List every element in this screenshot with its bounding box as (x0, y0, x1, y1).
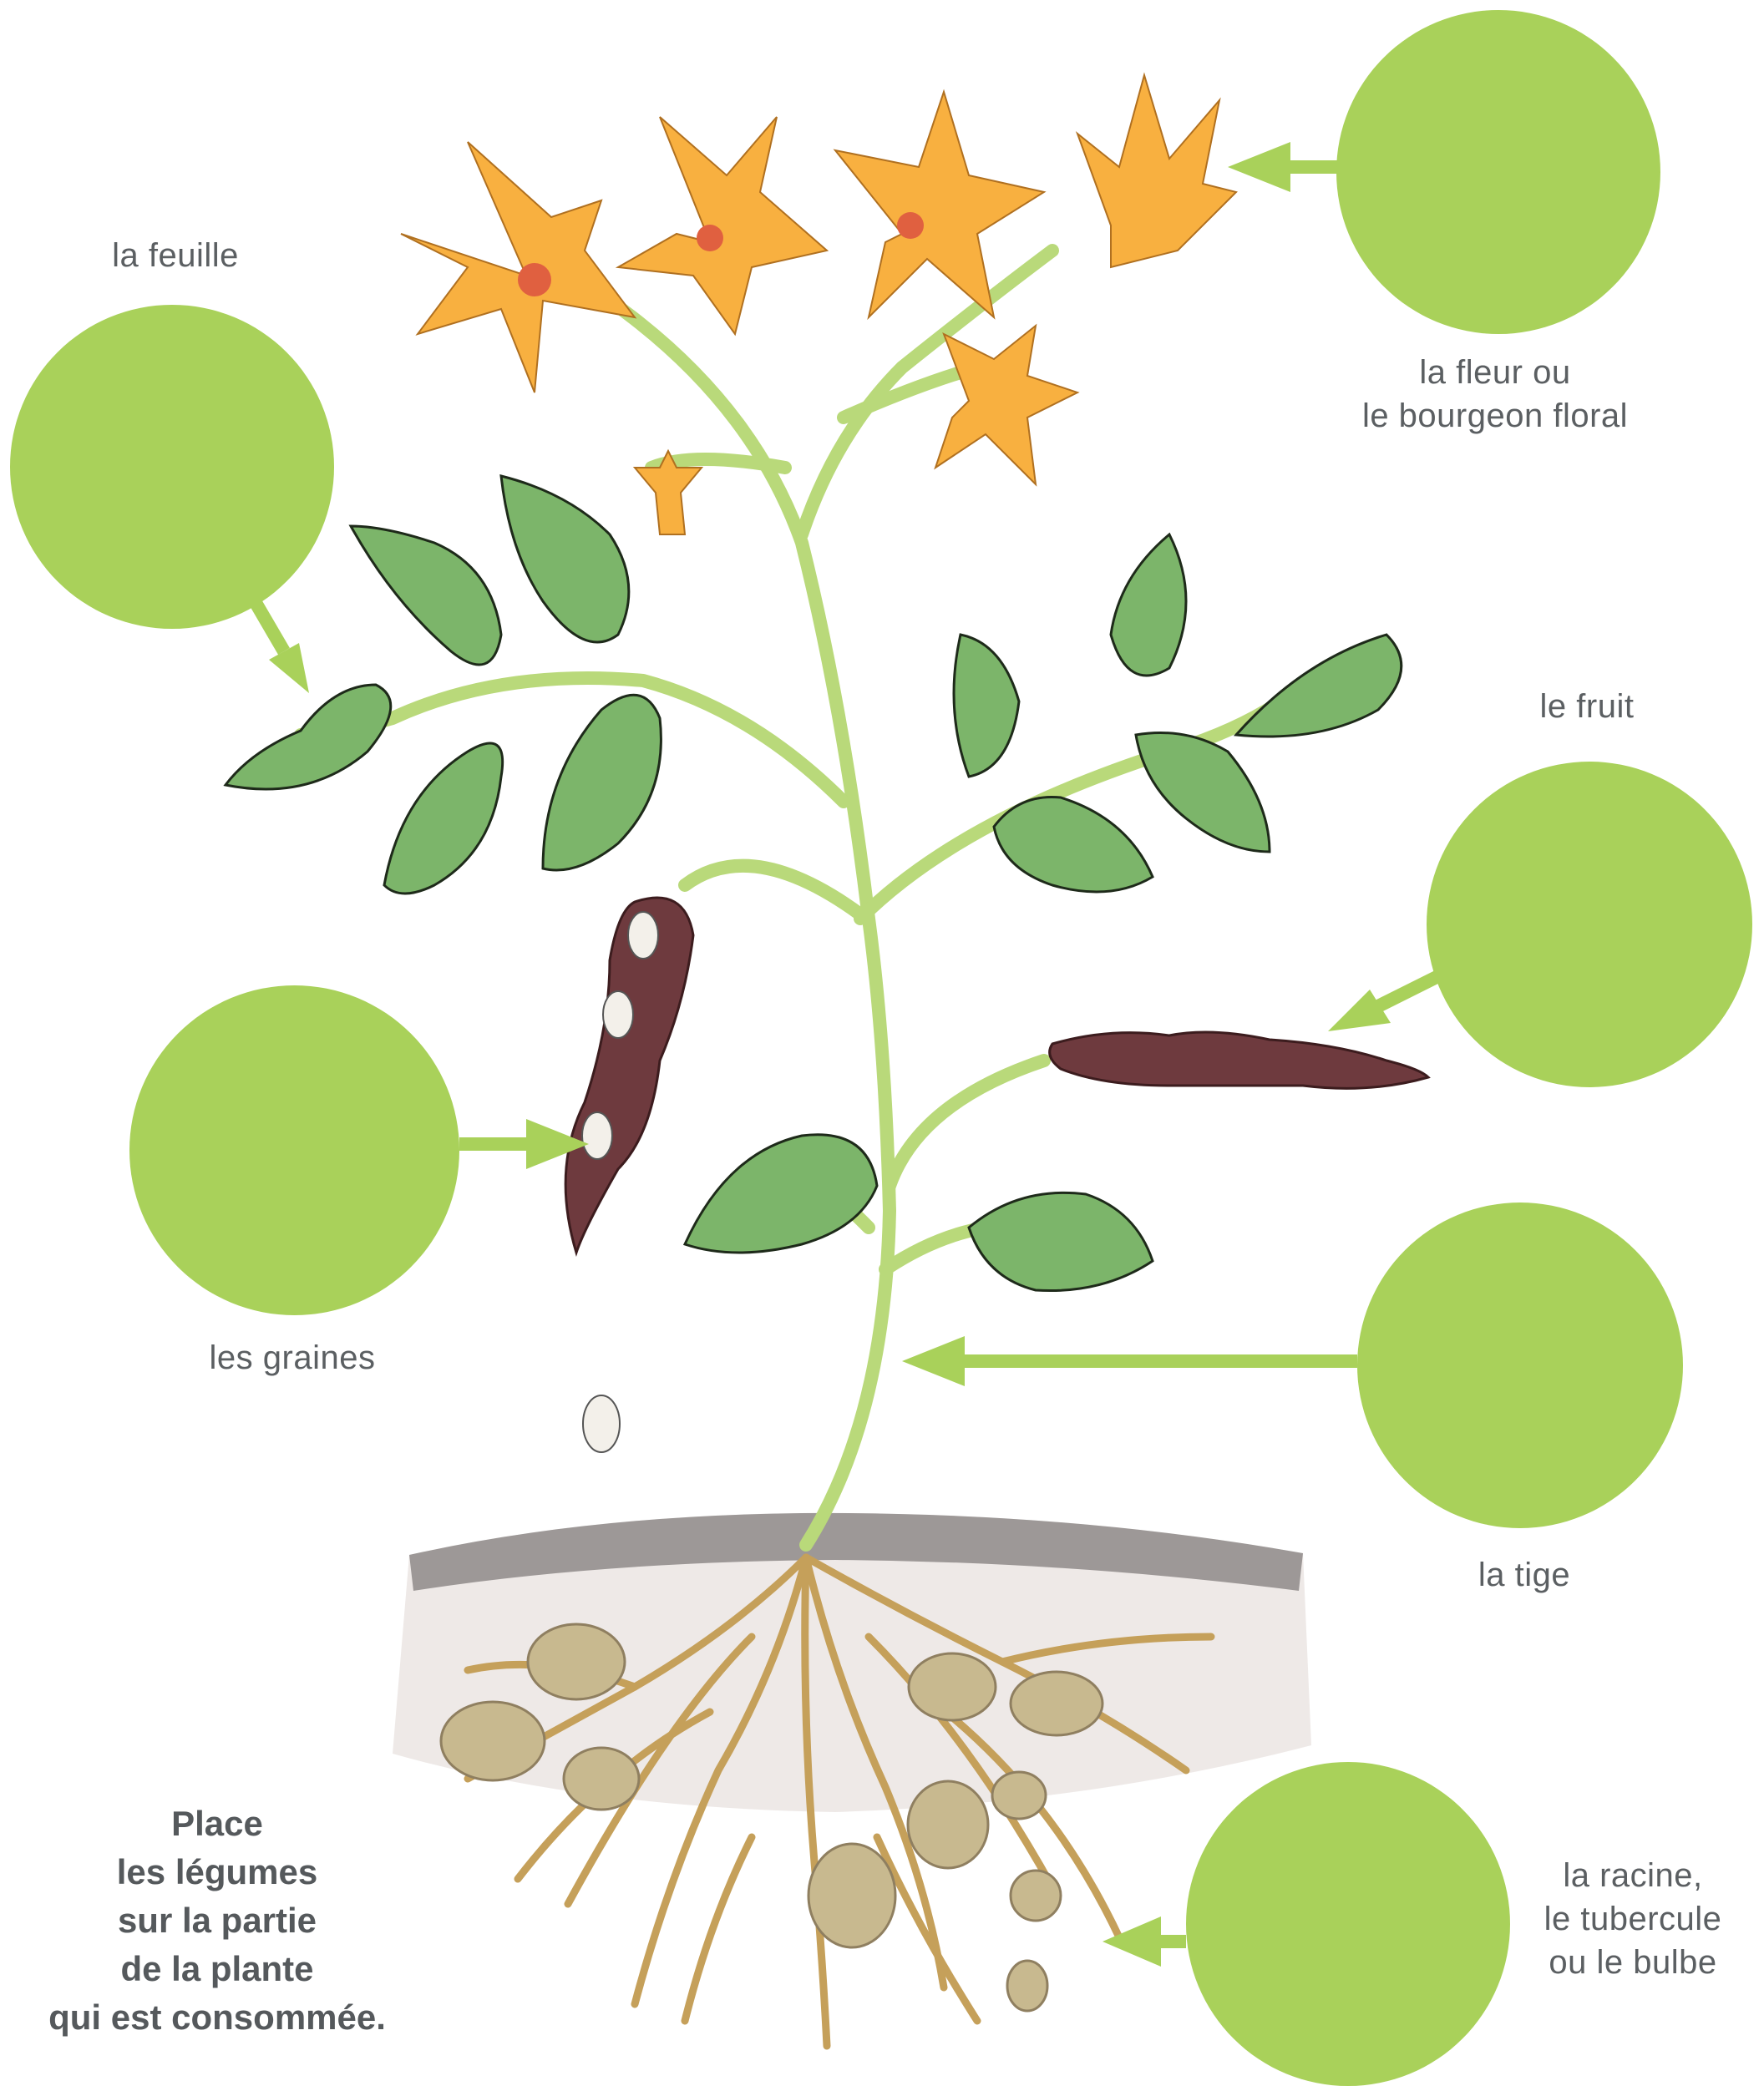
label-leaf: la feuille (58, 234, 292, 277)
leaf-drop-target[interactable] (10, 305, 334, 629)
stem (301, 251, 1303, 1545)
pods (565, 898, 1428, 1452)
label-fruit: le fruit (1487, 685, 1687, 728)
label-stem: la tige (1420, 1553, 1629, 1597)
fruit-drop-target[interactable] (1427, 762, 1752, 1087)
flowers (401, 75, 1236, 534)
root-drop-target[interactable] (1186, 1762, 1510, 2086)
seeds-drop-target[interactable] (129, 985, 459, 1315)
label-flower: la fleur ou le bourgeon floral (1311, 351, 1679, 438)
flower-drop-target[interactable] (1336, 10, 1660, 334)
stem-drop-target[interactable] (1357, 1202, 1683, 1528)
label-root: la racine, le tubercule ou le bulbe (1512, 1854, 1754, 1984)
instruction-text: Place les légumes sur la partie de la pl… (0, 1800, 434, 2042)
label-seeds: les graines (167, 1336, 418, 1380)
